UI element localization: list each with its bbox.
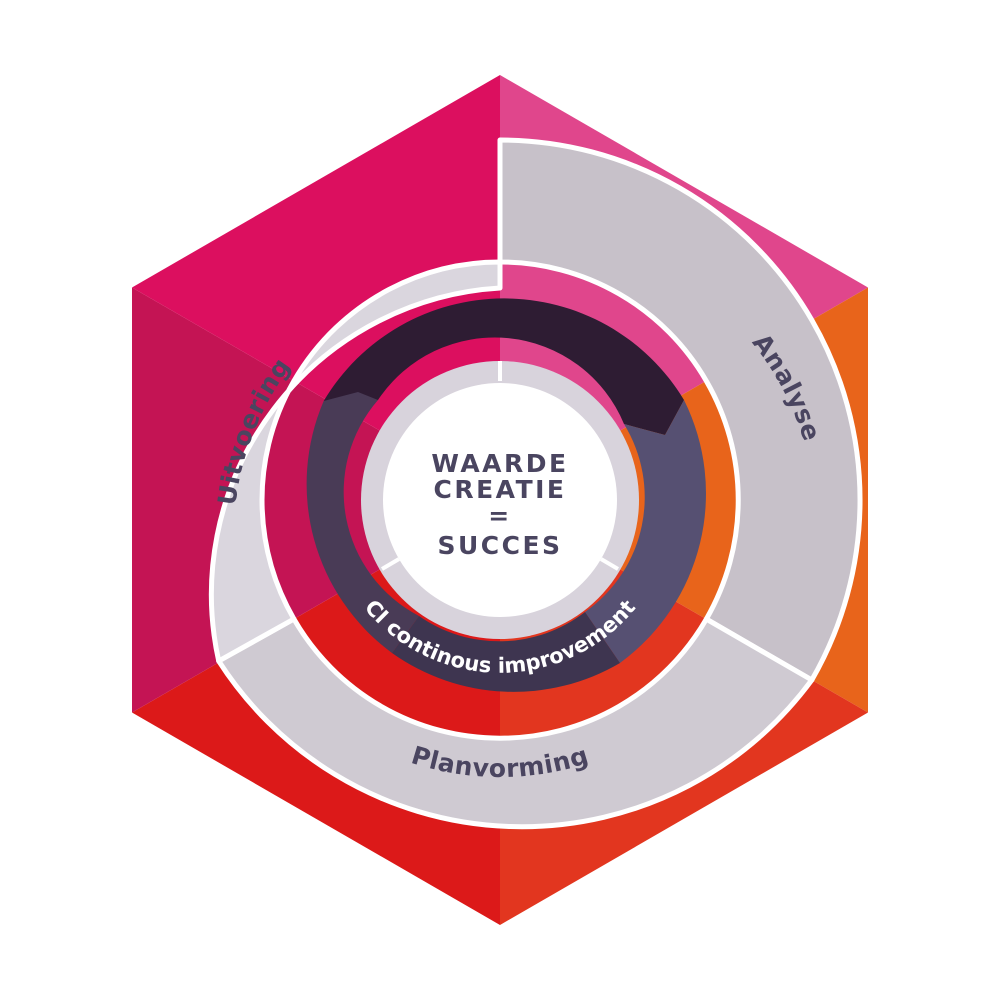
ci-ring-segment-bottom bbox=[392, 612, 620, 692]
phase-segment-planvorming[interactable] bbox=[216, 616, 815, 830]
phase-segment-uitvoering[interactable] bbox=[208, 259, 503, 664]
ci-cycle-ring: CI continous improvement bbox=[306, 298, 706, 692]
phase-segment-analyse[interactable] bbox=[497, 137, 863, 683]
center-text-line-3: = bbox=[488, 501, 511, 530]
center-text-line-4: SUCCES bbox=[437, 531, 562, 560]
hexagon-segment-top-left bbox=[132, 75, 500, 500]
center-inner-ring-divider-right bbox=[599, 557, 620, 571]
center-circle-group: WAARDE CREATIE = SUCCES bbox=[361, 361, 639, 639]
center-circle bbox=[383, 383, 617, 617]
ci-ring-segment-right bbox=[585, 400, 706, 663]
center-inner-ring-divider-left bbox=[380, 557, 401, 571]
phase-ring bbox=[208, 137, 863, 830]
center-text-line-1: WAARDE bbox=[431, 449, 568, 478]
ci-ring-segment-left bbox=[306, 392, 419, 653]
ci-ring-segment-top bbox=[323, 298, 684, 435]
center-text-line-2: CREATIE bbox=[433, 475, 566, 504]
